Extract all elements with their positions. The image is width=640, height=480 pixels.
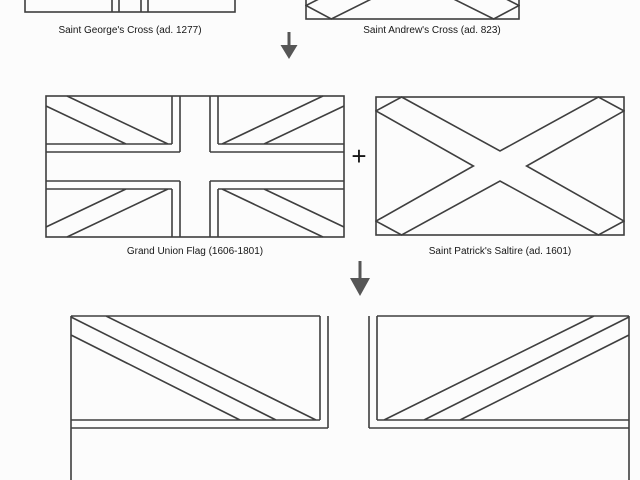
- saint-andrew-cross-drawing: [305, 0, 520, 20]
- grand-union-flag: [45, 95, 345, 238]
- union-jack-drawing: [70, 315, 630, 480]
- saint-patrick-saltire-flag: [375, 96, 625, 236]
- arrow-down-icon: [348, 261, 372, 296]
- saint-george-cross-drawing: [24, 0, 236, 13]
- saint-patrick-saltire-drawing: [375, 96, 625, 236]
- saint-george-cross-flag: [24, 0, 236, 13]
- grand-union-flag-drawing: [45, 95, 345, 238]
- saint-andrew-cross-flag: [305, 0, 520, 20]
- union-jack-flag: [70, 315, 630, 480]
- arrow-down-icon: [279, 32, 299, 59]
- saint-andrew-caption: Saint Andrew's Cross (ad. 823): [363, 25, 501, 36]
- plus-operator: +: [351, 141, 367, 171]
- grand-union-caption: Grand Union Flag (1606-1801): [126, 246, 264, 257]
- saint-patrick-caption: Saint Patrick's Saltire (ad. 1601): [428, 246, 572, 257]
- saint-george-caption: Saint George's Cross (ad. 1277): [58, 25, 202, 36]
